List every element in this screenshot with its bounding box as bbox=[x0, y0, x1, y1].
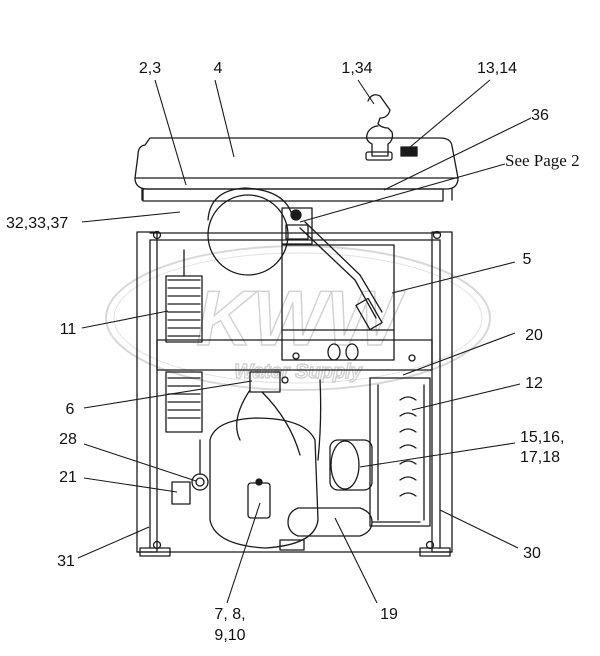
fan-motor bbox=[329, 439, 373, 491]
watermark-text: KWW bbox=[196, 274, 406, 362]
fan-shroud bbox=[207, 194, 289, 276]
bubbler bbox=[366, 94, 394, 157]
valve-fitting bbox=[290, 209, 302, 221]
right-foot bbox=[419, 547, 451, 557]
basin-top bbox=[134, 137, 459, 190]
callout-20: 20 bbox=[525, 327, 543, 344]
leader-19 bbox=[334, 517, 378, 604]
relay bbox=[247, 482, 271, 519]
leader-lines bbox=[77, 79, 532, 604]
callout-11: 11 bbox=[60, 321, 77, 338]
callout-see-page-2: See Page 2 bbox=[505, 151, 580, 170]
service-fitting bbox=[191, 473, 209, 491]
compressor-foot bbox=[279, 539, 305, 551]
leader-7-10 bbox=[226, 502, 261, 604]
leader-32-33-37 bbox=[81, 211, 181, 223]
bubbler-base bbox=[365, 151, 393, 161]
callout-7-8-line1: 7, 8, bbox=[214, 606, 245, 623]
cooling-tank bbox=[281, 244, 395, 361]
bolt bbox=[408, 354, 416, 362]
leader-21 bbox=[83, 477, 178, 493]
leader-11 bbox=[81, 310, 169, 329]
filter-drier bbox=[287, 507, 373, 537]
control-box bbox=[249, 371, 281, 393]
callout-32-33-37: 32,33,37 bbox=[6, 215, 68, 232]
callout-13-14: 13,14 bbox=[477, 60, 517, 77]
bolt bbox=[281, 376, 289, 384]
supply-tube bbox=[304, 221, 383, 313]
callout-2-3: 2,3 bbox=[139, 60, 161, 77]
tank-fitting bbox=[327, 343, 341, 361]
leader-see-page-2 bbox=[299, 163, 506, 223]
callout-30: 30 bbox=[523, 545, 541, 562]
callout-19: 19 bbox=[380, 606, 398, 623]
bolt bbox=[432, 230, 442, 240]
leader-20 bbox=[402, 332, 516, 376]
fan-motor-hub bbox=[330, 440, 360, 490]
leader-5 bbox=[391, 261, 516, 294]
leader-2-3 bbox=[154, 79, 187, 186]
callout-28: 28 bbox=[59, 431, 77, 448]
callout-31: 31 bbox=[57, 553, 75, 570]
left-foot bbox=[139, 547, 171, 557]
leader-30 bbox=[439, 509, 519, 549]
watermark-oval-inner bbox=[113, 252, 483, 384]
leader-6 bbox=[83, 380, 253, 409]
callout-15-16-18-line2: 17,18 bbox=[520, 449, 560, 466]
watermark-subtext: Water Supply bbox=[234, 361, 362, 383]
wiring bbox=[236, 379, 322, 461]
drain-valve bbox=[171, 481, 191, 505]
valve-body bbox=[281, 207, 313, 245]
watermark-logo: KWW Water Supply bbox=[105, 245, 491, 391]
push-button bbox=[400, 146, 418, 157]
leader-28 bbox=[83, 443, 197, 482]
leader-1-34 bbox=[357, 79, 375, 105]
callout-12: 12 bbox=[525, 375, 543, 392]
capillary-coil bbox=[165, 249, 203, 433]
leader-36 bbox=[383, 117, 532, 191]
callout-15-16-18-line1: 15,16, bbox=[520, 429, 564, 446]
mounting-plate bbox=[156, 339, 433, 371]
compressor bbox=[209, 417, 319, 549]
relay-terminal bbox=[255, 478, 263, 486]
callout-6: 6 bbox=[66, 401, 75, 418]
leader-31 bbox=[77, 526, 150, 559]
bolt bbox=[292, 352, 300, 360]
left-panel bbox=[136, 231, 158, 553]
callout-1-34: 1,34 bbox=[341, 60, 372, 77]
condenser-fins bbox=[377, 384, 425, 521]
fan-tubing bbox=[207, 187, 293, 221]
callout-21: 21 bbox=[59, 469, 77, 486]
leader-13-14 bbox=[408, 79, 491, 149]
cooler-assembly bbox=[134, 94, 459, 557]
tank-fitting bbox=[345, 343, 359, 361]
bolt bbox=[152, 230, 162, 240]
service-fitting-inner bbox=[195, 477, 205, 487]
callout-7-8-line2: 9,10 bbox=[214, 627, 245, 644]
callout-labels: 2,3 4 1,34 13,14 36 See Page 2 32,33,37 … bbox=[6, 60, 580, 644]
supply-tube-2 bbox=[299, 227, 377, 319]
callout-4: 4 bbox=[214, 60, 223, 77]
leader-4 bbox=[214, 79, 235, 158]
leader-12 bbox=[411, 383, 521, 411]
condenser bbox=[369, 377, 431, 527]
strainer bbox=[355, 297, 383, 331]
valve-block bbox=[285, 224, 309, 240]
leader-15-18 bbox=[359, 442, 516, 468]
callout-36: 36 bbox=[531, 107, 549, 124]
callout-5: 5 bbox=[523, 251, 532, 268]
watermark-oval bbox=[105, 245, 491, 391]
top-frame bbox=[142, 188, 444, 202]
